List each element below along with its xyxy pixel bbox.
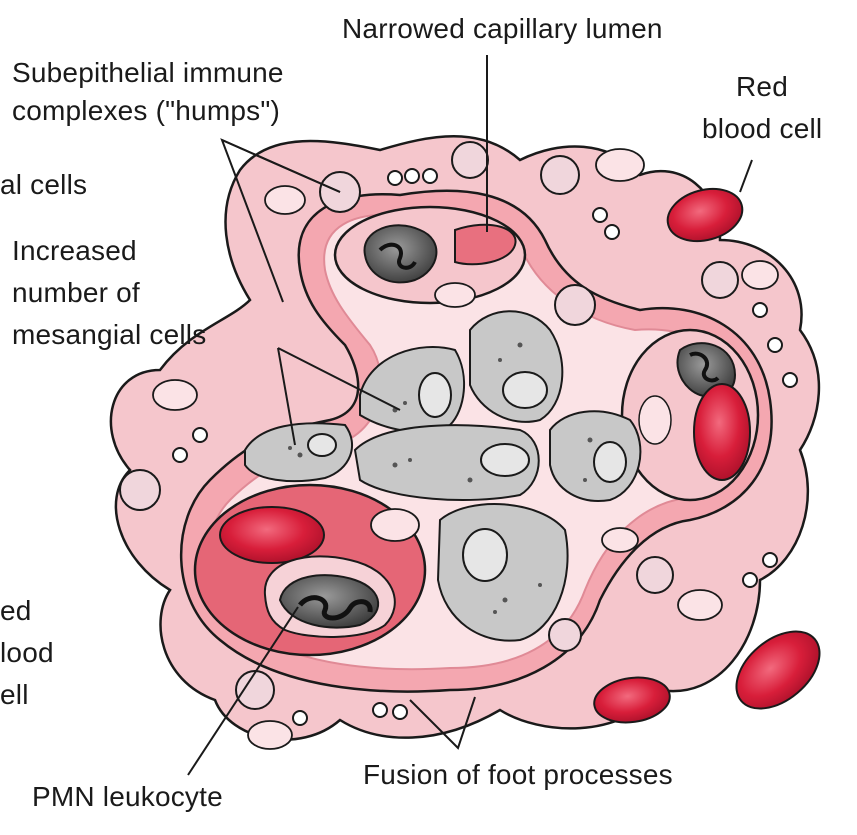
- rbc-in-bottom-capillary: [220, 507, 324, 563]
- label-red-blood-cell-right-line2: blood cell: [702, 112, 822, 146]
- label-red-blood-cell-right-line1: Red: [736, 70, 788, 104]
- leader-rbc-right: [740, 160, 752, 192]
- hump-9: [549, 619, 581, 651]
- label-mesangial-line2: number of: [12, 276, 140, 310]
- hump-5: [702, 262, 738, 298]
- mesangial-nucleus-3: [308, 434, 336, 456]
- rbc-in-right-capillary: [694, 384, 750, 480]
- hump-6: [120, 470, 160, 510]
- label-subepithelial-line2: complexes ("humps"): [12, 94, 280, 128]
- label-cut-rbc-left-line1: ed: [0, 594, 32, 628]
- label-mesangial-line1: Increased: [12, 234, 137, 268]
- mesangial-nucleus-1: [419, 373, 451, 417]
- hump-2: [452, 142, 488, 178]
- hump-7: [637, 557, 673, 593]
- label-pmn-leukocyte: PMN leukocyte: [32, 780, 223, 814]
- label-mesangial-line3: mesangial cells: [12, 318, 206, 352]
- hump-3: [541, 156, 579, 194]
- label-cut-rbc-left-line2: lood: [0, 636, 54, 670]
- mesangial-nucleus-2: [503, 372, 547, 408]
- mesangial-nucleus-6: [463, 529, 507, 581]
- label-fusion-foot-processes: Fusion of foot processes: [363, 758, 673, 792]
- mesangial-nucleus-5: [594, 442, 626, 482]
- label-narrowed-capillary-lumen: Narrowed capillary lumen: [342, 12, 663, 46]
- mesangial-nucleus-4: [481, 444, 529, 476]
- hump-8: [236, 671, 274, 709]
- mesangial-cell-6: [438, 504, 568, 641]
- label-subepithelial-line1: Subepithelial immune: [12, 56, 284, 90]
- label-cut-rbc-left-line3: ell: [0, 678, 29, 712]
- label-cut-endothelial-cells: al cells: [0, 168, 87, 202]
- right-capillary-vacuole: [639, 396, 671, 444]
- hump-4: [555, 285, 595, 325]
